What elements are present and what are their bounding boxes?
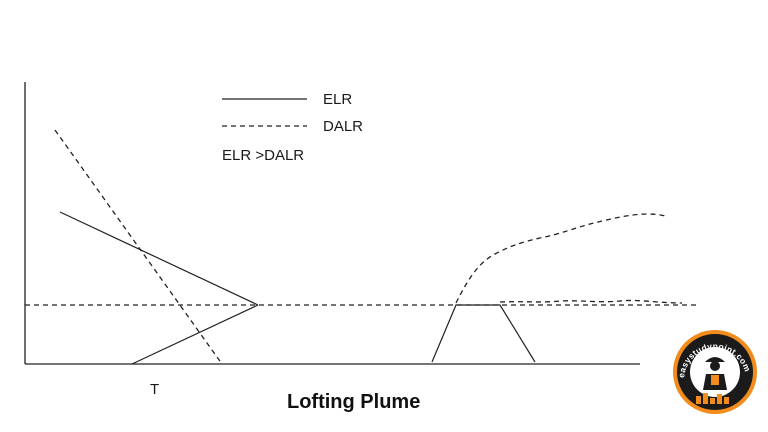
plume-lower-boundary [499, 299, 683, 304]
elr-lower-profile-line [131, 304, 259, 365]
diagram-caption: Lofting Plume [287, 391, 420, 413]
worker-figure-icon [703, 357, 727, 390]
legend-elr-label: ELR [323, 91, 352, 108]
legend-condition-label: ELR >DALR [222, 147, 304, 164]
city-skyline-icon [696, 393, 729, 404]
chimney-stack [431, 304, 536, 363]
legend-dalr-label: DALR [323, 118, 363, 135]
dalr-profile-line [54, 129, 223, 365]
logo-inner-core [690, 347, 740, 397]
temperature-marker-label: T [150, 381, 159, 398]
elr-upper-profile-line [59, 211, 259, 306]
plume-upper-boundary [455, 213, 669, 304]
site-logo: easystudypoint.com [673, 330, 757, 414]
